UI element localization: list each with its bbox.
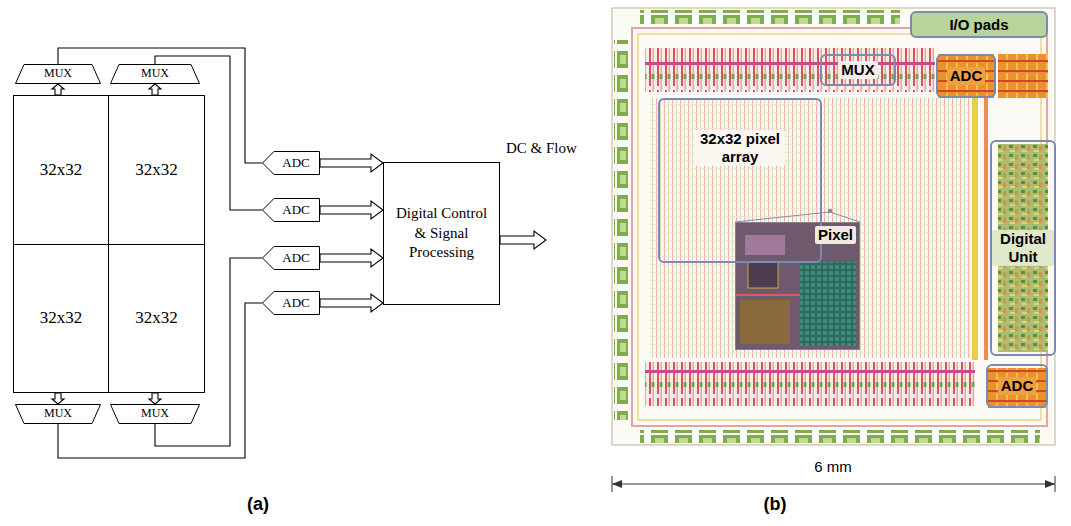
block-label: MUX <box>141 407 169 420</box>
block-outline <box>263 292 320 315</box>
mux-trapezoid: MUX <box>15 64 101 84</box>
block-outline <box>111 65 200 84</box>
pixel-cell <box>745 235 785 255</box>
block-label: MUX <box>141 67 169 80</box>
block-label: Digital Unit <box>992 230 1054 266</box>
block-outline <box>263 247 320 270</box>
block-label: 32x32 <box>40 308 83 328</box>
die-outline <box>612 8 1055 445</box>
block-label: ADC <box>998 377 1037 395</box>
block-label: ADC <box>947 67 986 85</box>
pixel-subarray: 32x32 <box>108 244 205 393</box>
output-label: DC & Flow <box>506 140 577 157</box>
block-outline <box>263 152 320 175</box>
block-label: Digital Control & Signal Processing <box>396 204 488 263</box>
block-outline <box>16 65 101 84</box>
block-label: I/O pads <box>946 16 1011 34</box>
signal-arrow <box>320 294 383 312</box>
signal-arrow <box>320 249 383 267</box>
block-label: MUX <box>838 61 877 79</box>
block-label: MUX <box>44 407 72 420</box>
pixel-cell <box>740 300 790 344</box>
signal-arrow <box>320 201 383 219</box>
zoom-point <box>828 209 832 213</box>
array-wiring <box>650 98 970 358</box>
zoom-line <box>735 212 860 222</box>
mux-strip <box>645 48 935 92</box>
panel-label: (b) <box>764 494 787 515</box>
signal-arrow <box>52 84 64 95</box>
region-outline: ADC <box>936 54 996 98</box>
output-arrow <box>500 231 546 249</box>
block-label: 32x32 <box>40 160 83 180</box>
signal-arrow <box>149 393 161 404</box>
pixel-cell <box>735 222 860 350</box>
block-outline <box>263 199 320 222</box>
block-outline <box>111 405 200 424</box>
region-outline: I/O pads <box>910 11 1048 38</box>
power-ring <box>638 34 1041 420</box>
block-label: ADC <box>282 251 309 265</box>
signal-arrow <box>149 84 161 95</box>
mux-trapezoid: MUX <box>110 404 200 424</box>
dimension-line <box>612 484 1055 485</box>
region-outline: MUX <box>820 54 896 86</box>
block-label: 32x32 <box>135 308 178 328</box>
block-outline <box>16 405 101 424</box>
dimension-arrowhead <box>612 480 622 488</box>
signal-arrow <box>52 393 64 404</box>
chip-layout <box>612 8 1055 445</box>
pad-row <box>640 10 900 24</box>
pixel-subarray: 32x32 <box>13 244 109 393</box>
dimension-arrowhead <box>1045 480 1055 488</box>
block-label: ADC <box>282 203 309 217</box>
adc-layout <box>938 54 994 98</box>
pixel-cell <box>748 262 778 288</box>
adc-block: ADC <box>262 246 320 270</box>
region-outline: Digital Unit <box>990 140 1056 356</box>
process-box: Digital Control & Signal Processing <box>383 162 500 305</box>
mux-strip <box>645 362 975 406</box>
pad-row <box>640 430 1040 443</box>
dimension-line <box>612 476 1055 492</box>
adc-layout <box>998 54 1048 98</box>
adc-layout <box>988 368 1046 408</box>
adc-block: ADC <box>262 198 320 222</box>
pad-row <box>614 40 628 420</box>
region-outline: 32x32 pixel array <box>658 98 822 263</box>
power-ring <box>632 28 1047 426</box>
block-label: ADC <box>282 296 309 310</box>
block-label: Pixel <box>815 226 856 244</box>
dimension-label: 6 mm <box>811 458 855 475</box>
adc-block: ADC <box>262 151 320 175</box>
adc-block: ADC <box>262 291 320 315</box>
panel-label: (a) <box>247 494 269 515</box>
pixel-subarray: 32x32 <box>13 95 109 245</box>
block-label: MUX <box>44 67 72 80</box>
pixel-subarray: 32x32 <box>108 95 205 245</box>
pixel-inset: Pixel <box>735 222 860 350</box>
region-outline: ADC <box>986 364 1048 408</box>
signal-arrow <box>320 154 383 172</box>
bus-line <box>972 98 978 360</box>
block-label: 32x32 <box>135 160 178 180</box>
mux-trapezoid: MUX <box>110 64 200 84</box>
block-label: 32x32 pixel array <box>695 130 785 166</box>
mux-trapezoid: MUX <box>15 404 101 424</box>
pixel-wire <box>735 294 800 296</box>
pixel-cell <box>800 262 856 346</box>
bus-line <box>984 98 988 360</box>
pixel-layout <box>735 209 860 350</box>
block-label: ADC <box>282 156 309 170</box>
